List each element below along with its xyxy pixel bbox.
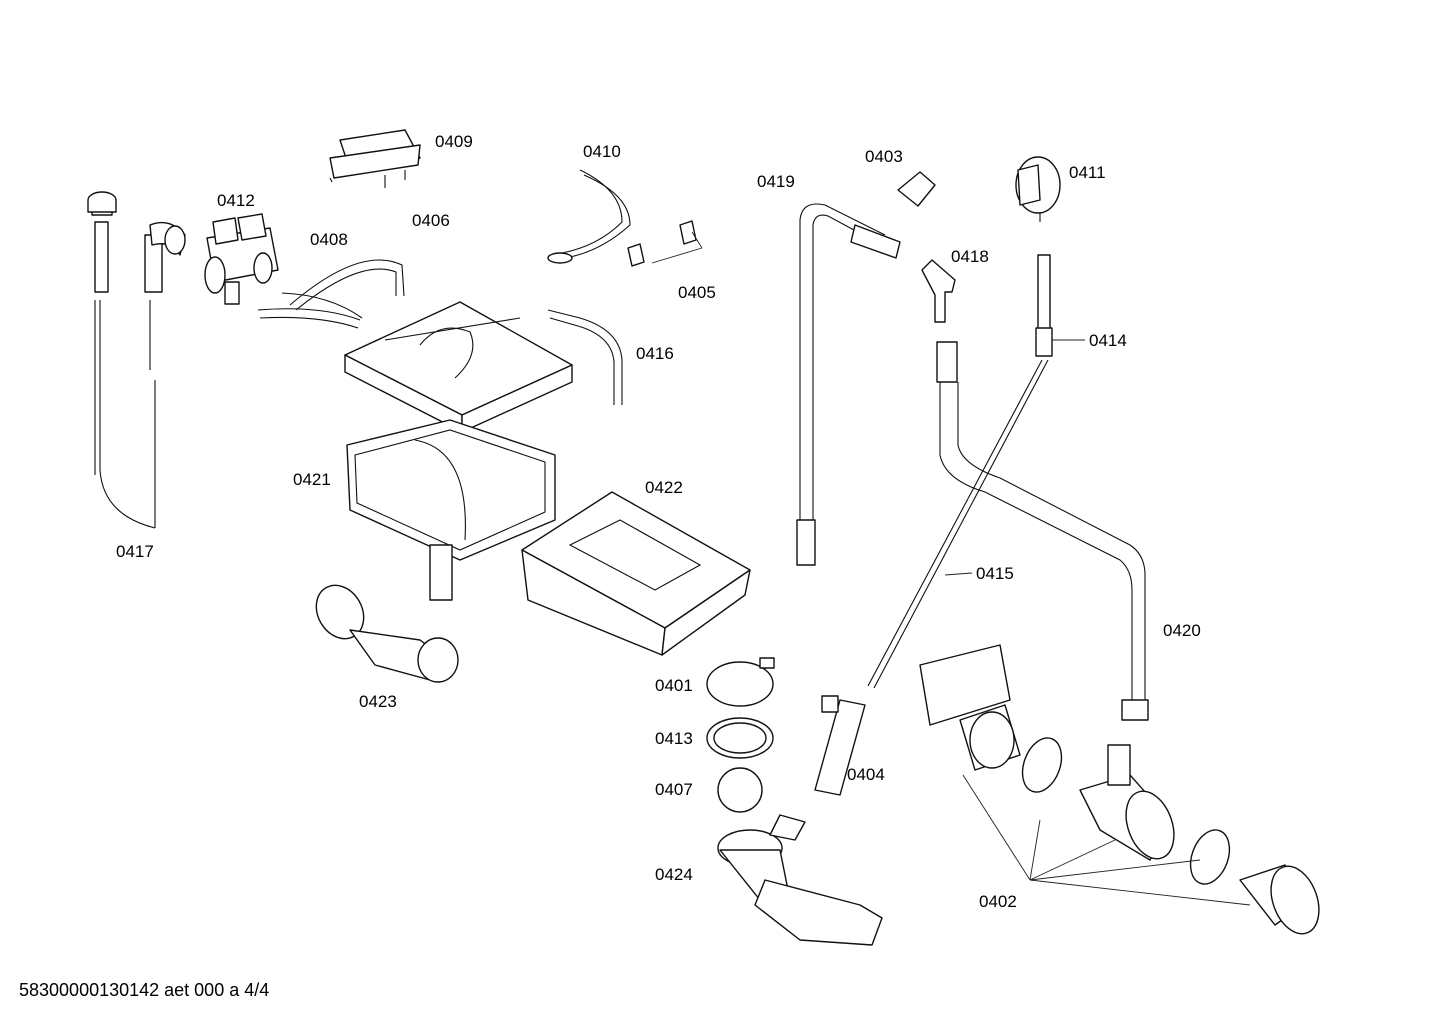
label-0403: 0403 (865, 147, 903, 166)
label-0419: 0419 (757, 172, 795, 191)
label-0422: 0422 (645, 478, 683, 497)
label-0414: 0414 (1089, 331, 1127, 350)
label-0410: 0410 (583, 142, 621, 161)
label-0423: 0423 (359, 692, 397, 711)
label-0412: 0412 (217, 191, 255, 210)
part-0418-elbow[interactable] (921, 259, 956, 323)
part-0412-solenoid-valves[interactable] (204, 213, 279, 305)
label-0411: 0411 (1069, 163, 1106, 182)
label-0409: 0409 (435, 132, 473, 151)
part-0416-hose[interactable] (547, 309, 623, 405)
label-0406: 0406 (412, 211, 450, 230)
label-0420: 0420 (1163, 621, 1201, 640)
part-0409-hose-bracket[interactable] (329, 129, 421, 188)
label-0407: 0407 (655, 780, 693, 799)
part-0419-hose[interactable] (796, 203, 901, 566)
part-0406-hose[interactable] (289, 259, 405, 311)
label-0404: 0404 (847, 765, 885, 784)
label-0416: 0416 (636, 344, 674, 363)
label-0401: 0401 (655, 676, 693, 695)
part-0424-sump-hose[interactable] (717, 814, 883, 946)
part-0408-hose[interactable] (257, 292, 363, 329)
part-0417-inlet-hoses[interactable] (87, 191, 186, 529)
label-0421: 0421 (293, 470, 331, 489)
part-0423-bellows-hose[interactable] (307, 577, 459, 683)
label-0418: 0418 (951, 247, 989, 266)
part-0410-hose[interactable] (547, 169, 631, 264)
part-0411-pressure-switch[interactable] (1015, 156, 1061, 222)
label-0417: 0417 (116, 542, 154, 561)
part-0402-drain-pump[interactable] (919, 644, 1328, 940)
label-0405: 0405 (678, 283, 716, 302)
label-0408: 0408 (310, 230, 348, 249)
part-0403-seal[interactable] (897, 171, 936, 207)
label-0413: 0413 (655, 729, 693, 748)
part-0405-clips[interactable] (627, 220, 703, 267)
part-0404-level-sensor[interactable] (814, 695, 866, 796)
part-0421-dispenser-housing[interactable] (344, 301, 573, 601)
part-0401-ring[interactable] (706, 657, 775, 707)
label-0402: 0402 (979, 892, 1017, 911)
document-footer-code: 58300000130142 aet 000 a 4/4 (19, 980, 270, 1000)
label-0415: 0415 (976, 564, 1014, 583)
part-0414-level-tube[interactable] (1035, 254, 1085, 357)
part-0413-seal-ring[interactable] (706, 717, 774, 759)
label-0424: 0424 (655, 865, 693, 884)
part-0415-tube[interactable] (867, 359, 1049, 689)
part-0420-drain-hose[interactable] (936, 341, 1149, 721)
part-0407-ball[interactable] (717, 767, 763, 813)
part-0422-detergent-drawer[interactable] (521, 491, 751, 656)
